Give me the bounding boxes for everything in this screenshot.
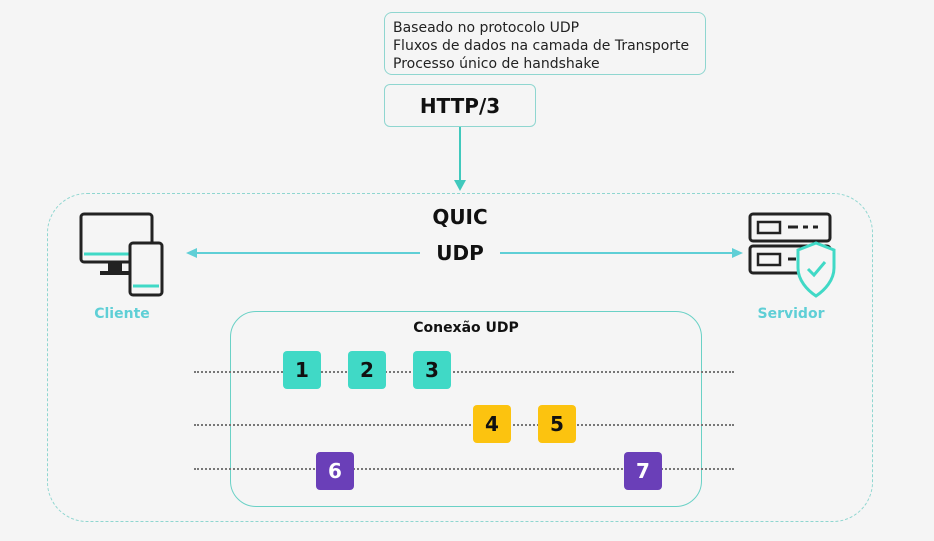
feature-item: Processo único de handshake: [393, 56, 600, 72]
devices-icon: [79, 212, 164, 297]
packet-2: 2: [348, 351, 386, 389]
feature-item: Baseado no protocolo UDP: [393, 20, 580, 36]
packet-1: 1: [283, 351, 321, 389]
udp-connection-box: [230, 311, 702, 507]
stream-line: [194, 371, 734, 373]
packet-6: 6: [316, 452, 354, 490]
stream-line: [194, 424, 734, 426]
udp-label: UDP: [420, 241, 500, 265]
stream-line: [194, 468, 734, 470]
down-arrow-head: [454, 180, 466, 191]
packet-4: 4: [473, 405, 511, 443]
connection-title: Conexão UDP: [413, 320, 519, 336]
server-label: Servidor: [757, 306, 825, 322]
http3-box: HTTP/3: [384, 84, 536, 127]
server-shield-icon: [748, 212, 836, 298]
left-arrow-head: [186, 248, 197, 258]
quic-label: QUIC: [432, 205, 488, 229]
features-box: Baseado no protocolo UDP Fluxos de dados…: [384, 12, 706, 75]
quic-container: [47, 193, 873, 522]
protocol-label: HTTP/3: [419, 93, 501, 118]
packet-7: 7: [624, 452, 662, 490]
client-label: Cliente: [94, 306, 150, 322]
packet-3: 3: [413, 351, 451, 389]
feature-item: Fluxos de dados na camada de Transporte: [393, 38, 690, 54]
right-arrow-head: [732, 248, 743, 258]
packet-5: 5: [538, 405, 576, 443]
